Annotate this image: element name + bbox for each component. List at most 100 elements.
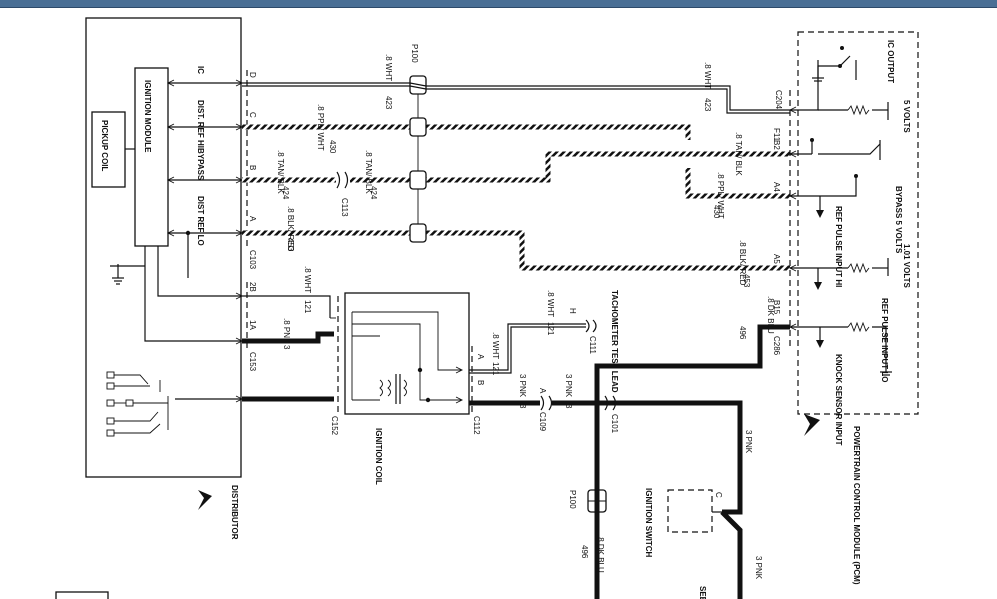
wire-3-label: .8 PNK bbox=[282, 318, 291, 344]
pin-b2: B2 bbox=[772, 140, 781, 150]
pcm-496-label: .8 DK BLU bbox=[766, 296, 775, 334]
svg-text:P100: P100 bbox=[568, 490, 577, 509]
pcm-424-label: .8 TAN/ BLK bbox=[734, 132, 743, 176]
pickup-coil-label: PICKUP COIL bbox=[100, 120, 109, 172]
c153-label: C153 bbox=[248, 352, 257, 372]
connector-c101: C101 bbox=[604, 395, 619, 434]
svg-text:C101: C101 bbox=[610, 414, 619, 434]
ic-pin-label: IC bbox=[196, 66, 205, 74]
pcm-453-num: 453 bbox=[742, 274, 751, 288]
c111-label: C111 bbox=[588, 336, 597, 354]
pnk3-label-4: 3 PNK bbox=[754, 556, 763, 580]
wire-496-num: 496 bbox=[580, 545, 589, 559]
wire-453-num: 453 bbox=[286, 238, 295, 252]
svg-text:P100: P100 bbox=[410, 44, 419, 63]
pin-a: A bbox=[248, 216, 257, 222]
dist-ref-hi-label: DIST. REF HI bbox=[196, 100, 205, 148]
ref-pulse-lo-label: REF PULSE INPUT LO bbox=[880, 298, 889, 382]
pcm-430-label: .8 PPL/ WHT bbox=[716, 172, 725, 219]
tachometer-lead-label: TACHOMETER TEST LEAD bbox=[610, 290, 619, 393]
connector-c109: A C109 bbox=[538, 388, 553, 432]
c286-label: C286 bbox=[772, 336, 781, 356]
ignition-wiring-diagram: IGNITION MODULE PICKUP COIL IC DIST. REF… bbox=[55, 17, 919, 599]
ic-output-label: IC OUTPUT bbox=[886, 40, 895, 83]
ignition-switch: C IGNITION SWITCH bbox=[644, 488, 723, 558]
pcm-ref-icon bbox=[804, 414, 820, 436]
wire-3-pnk-see-dis bbox=[720, 510, 743, 599]
wire-121-tach-label: .8 WHT bbox=[491, 332, 500, 359]
wire-121-tach bbox=[469, 323, 586, 371]
pcm-423-label: .8 WHT bbox=[703, 62, 712, 89]
ignition-module-box bbox=[134, 67, 169, 247]
distributor-label: DISTRIBUTOR bbox=[230, 485, 239, 540]
svg-text:C: C bbox=[714, 492, 723, 498]
pcm-423-num: 423 bbox=[703, 98, 712, 112]
connector-p100-top: P100 bbox=[409, 44, 427, 243]
wire-3-pnk-switch bbox=[552, 400, 743, 515]
pcm-453-label: .8 BLK/ RED bbox=[738, 240, 747, 286]
connector-p100-bottom: P100 bbox=[568, 489, 607, 513]
legend-box-partial bbox=[55, 591, 109, 599]
pin-coil-a: A bbox=[476, 354, 485, 360]
window-title-bar bbox=[0, 0, 997, 8]
svg-text:3: 3 bbox=[564, 404, 573, 409]
svg-text:C113: C113 bbox=[340, 198, 349, 217]
pcm-430-num: 430 bbox=[712, 205, 721, 219]
wire-121-tach-num: 121 bbox=[491, 362, 500, 376]
wire-453-label: .8 BLK/ RED bbox=[286, 206, 295, 252]
pin-f11: F11 bbox=[772, 128, 781, 142]
pnk3-label-3: 3 PNK bbox=[744, 430, 753, 454]
ignition-coil-label: IGNITION COIL bbox=[374, 428, 383, 485]
pin-b: B bbox=[248, 165, 257, 170]
tach-lead-connector bbox=[585, 319, 590, 333]
svg-text:A: A bbox=[538, 388, 547, 394]
pin-coil-b: B bbox=[476, 380, 485, 385]
c204-label: C204 bbox=[774, 90, 783, 110]
wire-121 bbox=[242, 295, 331, 318]
bypass-5v-label: BYPASS 5 VOLTS bbox=[894, 186, 903, 254]
pin-a5: A5 bbox=[772, 254, 781, 264]
wire-3-pnk-dist bbox=[242, 331, 334, 344]
wire-424-num-2: 424 bbox=[369, 186, 378, 200]
c103-label: C103 bbox=[248, 250, 257, 270]
pin-a4: A4 bbox=[772, 182, 781, 192]
pin-c: C bbox=[248, 112, 257, 118]
wire-424-num: 424 bbox=[281, 186, 290, 200]
connector-c113: C113 bbox=[336, 171, 349, 217]
wire-430-pcm bbox=[685, 168, 790, 199]
wire-121-label: .8 WHT bbox=[303, 266, 312, 293]
pin-h: H bbox=[568, 308, 577, 314]
five-volts-label: 5 VOLTS bbox=[902, 100, 911, 133]
pcm-title: POWERTRAIN CONTROL MODULE (PCM) bbox=[852, 426, 861, 585]
v101-label: 1.01 VOLTS bbox=[902, 244, 911, 289]
pin-2b: 2B bbox=[248, 282, 257, 292]
distributor-ref-icon bbox=[198, 490, 212, 510]
pin-d: D bbox=[248, 72, 257, 78]
pcm-outline bbox=[797, 31, 919, 415]
pcm: C204 F11 B2 A4 A5 B15 C286 IC OUTPUT 5 V… bbox=[772, 31, 919, 585]
pin-1a: 1A bbox=[248, 320, 257, 330]
pnk3-label-1: 3 PNK bbox=[518, 374, 527, 398]
wire-496-label: .8 DK BLU bbox=[596, 535, 605, 573]
wire-424-label: .8 TAN/ BLK bbox=[276, 150, 285, 194]
wire-424-label-2: .8 TAN/ BLK bbox=[364, 150, 373, 194]
distributor: IGNITION MODULE PICKUP COIL IC DIST. REF… bbox=[85, 17, 244, 540]
wire-430-label: .8 PPL/ WHT bbox=[316, 104, 325, 151]
wire-121-num: 121 bbox=[303, 300, 312, 314]
c112-label: C112 bbox=[472, 416, 481, 435]
distributor-contacts bbox=[106, 371, 169, 437]
wire-121-tach-num-2: 121 bbox=[546, 322, 555, 336]
bypass-label: BYPASS bbox=[196, 148, 205, 181]
dist-ref-lo-label: DIST REF LO bbox=[196, 196, 205, 246]
ignition-module-label: IGNITION MODULE bbox=[143, 80, 152, 153]
ref-pulse-hi-label: REF PULSE INPUT HI bbox=[834, 206, 843, 287]
svg-text:3: 3 bbox=[518, 404, 527, 409]
ignition-switch-label: IGNITION SWITCH bbox=[644, 488, 653, 558]
ignition-coil: C152 IGNITION COIL bbox=[330, 292, 473, 485]
c152-label: C152 bbox=[330, 416, 339, 436]
knock-sensor-label: KNOCK SENSOR INPUT bbox=[834, 354, 843, 446]
wire-423-num: 423 bbox=[384, 96, 393, 110]
pin-b15: B15 bbox=[772, 300, 781, 315]
wire-423 bbox=[242, 82, 790, 111]
wire-121-tach-label-2: .8 WHT bbox=[546, 290, 555, 317]
